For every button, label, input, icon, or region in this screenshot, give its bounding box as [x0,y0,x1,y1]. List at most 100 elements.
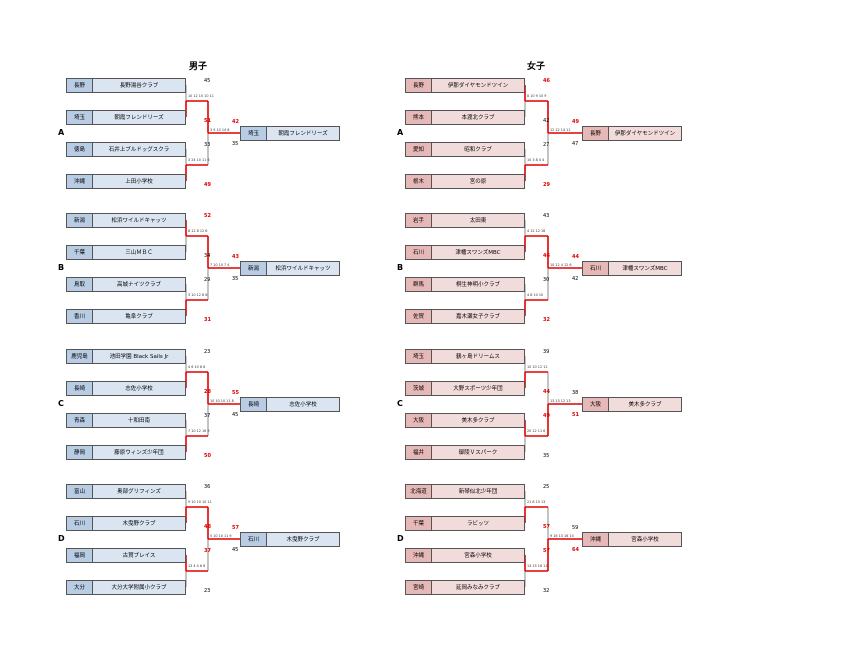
score: 29 [204,277,211,283]
group-label: A [397,128,404,137]
quarter-scores: 8 12 8 12 6 [188,229,208,233]
team-prefecture: 長野 [583,126,609,140]
team-prefecture: 大阪 [406,413,432,427]
final-quarter-scores: 12 12 14 11 [550,128,571,132]
team-prefecture: 大阪 [583,397,609,411]
team-entry: 埼玉朝霞フレンドリーズ [66,109,186,125]
team-entry: 沖縄上田小学校 [66,173,186,189]
final-score: 57 [232,525,239,531]
quarter-scores: 10 12 10 10 11 [188,94,214,98]
team-prefecture: 埼玉 [67,110,93,124]
score: 43 [543,213,550,219]
score: 25 [543,484,550,490]
team-prefecture: 千葉 [406,516,432,530]
team-prefecture: 鳥取 [67,277,93,291]
team-entry: 富山奥部グリフィンズ [66,483,186,499]
team-prefecture: 栃木 [406,174,432,188]
quarter-scores: 20 12 11 6 [527,429,546,433]
score: 30 [543,277,550,283]
team-prefecture: 長野 [406,78,432,92]
team-entry: 宮崎延岡みなみクラブ [405,579,525,595]
team-prefecture: 千葉 [67,245,93,259]
team-entry: 群馬桐生神明小クラブ [405,276,525,292]
group-label: D [397,534,404,543]
team-name: 志佐小学校 [93,381,185,395]
team-entry: 長崎志佐小学校 [66,380,186,396]
score: 50 [204,453,211,459]
quarter-scores: 4 8 10 10 [527,293,544,297]
team-entry: 静岡藤原ウィンズ少年団 [66,444,186,460]
team-prefecture: 福岡 [67,548,93,562]
final-score: 45 [232,547,239,553]
team-name: 鶴ヶ島ドリームス [432,349,524,363]
team-prefecture: 沖縄 [67,174,93,188]
score: 39 [543,349,550,355]
final-score: 45 [232,412,239,418]
team-name: 木曳野クラブ [93,516,185,530]
team-prefecture: 静岡 [67,445,93,459]
team-name: 宮の原 [432,174,524,188]
final-score: 43 [232,254,239,260]
team-name: 朝霞フレンドリーズ [93,110,185,124]
team-prefecture: 埼玉 [241,126,267,140]
final-score: 35 [232,276,239,282]
team-prefecture: 石川 [583,261,609,275]
team-name: 美木多クラブ [432,413,524,427]
team-name: 朝霞フレンドリーズ [267,126,339,140]
quarter-scores: 3 10 12 8 6 [188,293,208,297]
team-name: 本渡北クラブ [432,110,524,124]
score: 37 [204,548,211,554]
team-name: 新琴似北少年団 [432,484,524,498]
final-score: 51 [572,412,579,418]
final-quarter-scores: 3 9 10 14 6 [210,128,230,132]
score: 52 [204,213,211,219]
team-prefecture: 福井 [406,445,432,459]
team-prefecture: 石川 [67,516,93,530]
final-score: 42 [232,119,239,125]
team-name: 亀阜クラブ [93,309,185,323]
team-entry: 愛知昭和クラブ [405,141,525,157]
group-label: B [58,263,65,272]
team-name: 美木多クラブ [609,397,681,411]
score: 31 [204,317,211,323]
final-score: 47 [572,141,579,147]
team-name: 太田東 [432,213,524,227]
team-name: 大野スポーツ少年団 [432,381,524,395]
score: 32 [543,588,550,594]
team-prefecture: 埼玉 [406,349,432,363]
team-entry: 石川木曳野クラブ [66,515,186,531]
team-name: 伊那ダイヤモンドツイン [432,78,524,92]
team-name: 松浜ワイルドキャッツ [267,261,339,275]
team-prefecture: 富山 [67,484,93,498]
team-prefecture: 宮崎 [406,580,432,594]
champion-entry: 沖縄宮森小学校 [582,531,682,547]
quarter-scores: 10 3 8 4 4 [527,158,545,162]
team-entry: 茨城大野スポーツ少年団 [405,380,525,396]
team-name: 津幡スワンズMBC [609,261,681,275]
team-entry: 長野伊那ダイヤモンドツイン [405,77,525,93]
team-name: 木曳野クラブ [267,532,339,546]
champion-entry: 大阪美木多クラブ [582,396,682,412]
team-prefecture: 徳島 [67,142,93,156]
champion-entry: 埼玉朝霞フレンドリーズ [240,125,340,141]
score: 36 [204,484,211,490]
quarter-scores: 4 6 10 8 6 [188,365,206,369]
team-entry: 新潟松浜ワイルドキャッツ [66,212,186,228]
team-name: 古賀ブレイス [93,548,185,562]
team-name: ラビッツ [432,516,524,530]
team-entry: 青森十和田南 [66,412,186,428]
team-entry: 熊本本渡北クラブ [405,109,525,125]
team-name: 延岡みなみクラブ [432,580,524,594]
team-prefecture: 岩手 [406,213,432,227]
final-score: 59 [572,525,579,531]
champion-entry: 石川木曳野クラブ [240,531,340,547]
group-label: A [58,128,65,137]
team-prefecture: 香川 [67,309,93,323]
score: 57 [543,548,550,554]
team-entry: 福岡古賀ブレイス [66,547,186,563]
team-entry: 北海道新琴似北少年団 [405,483,525,499]
score: 49 [204,182,211,188]
champion-entry: 石川津幡スワンズMBC [582,260,682,276]
quarter-scores: 3 24 10 11 6 [188,158,210,162]
